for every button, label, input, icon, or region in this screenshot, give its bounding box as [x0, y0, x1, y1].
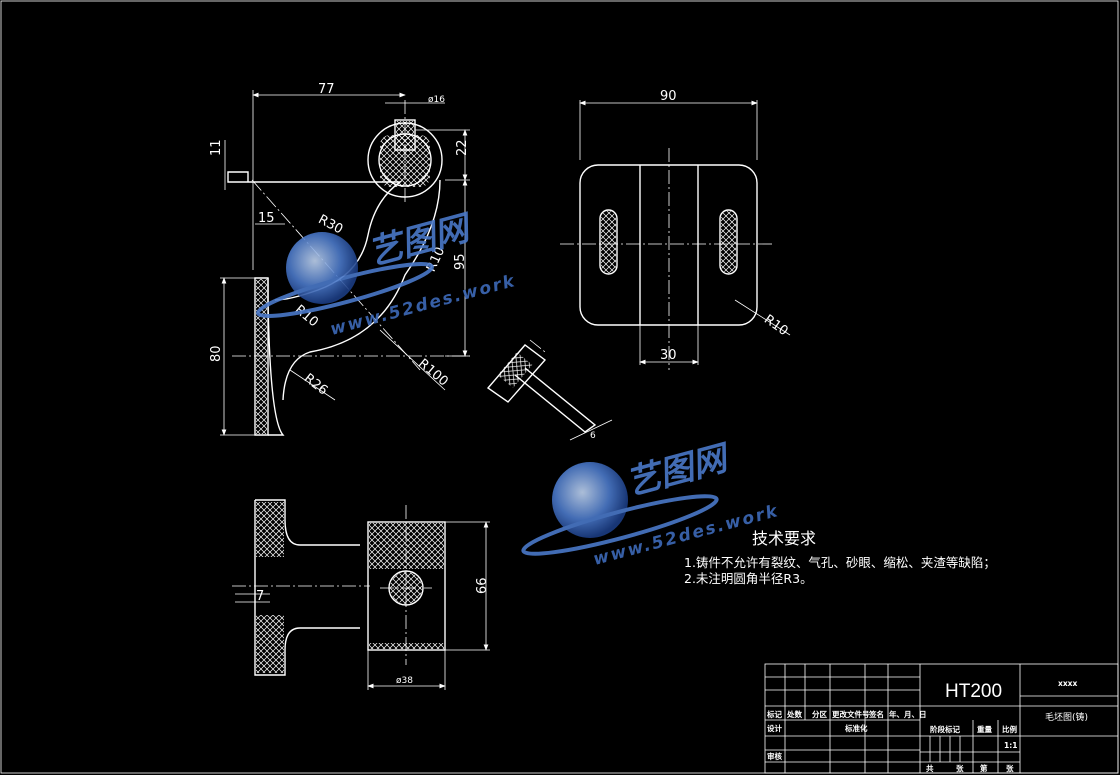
bottom-left-view: 7 — [232, 499, 370, 676]
watermark-2: 艺图网 www.52des.work — [521, 437, 781, 570]
dim-dia-38: ø38 — [396, 676, 413, 686]
dim-corner-radius: R10 — [761, 312, 791, 339]
dim-height-66: 66 — [475, 577, 490, 594]
tb-count: 处数 — [786, 709, 802, 719]
tb-stage-mark: 阶段标记 — [930, 724, 960, 734]
tb-weight: 重量 — [977, 724, 992, 734]
side-view: 90 30 R10 — [560, 89, 791, 370]
dim-total-height: 95 — [453, 253, 468, 270]
dim-thickness-7: 7 — [256, 589, 264, 604]
svg-text:艺图网: 艺图网 — [622, 437, 736, 503]
tb-mark: 标记 — [766, 709, 782, 719]
rib-section-view: 6 — [486, 339, 613, 441]
dim-top-thickness: 11 — [209, 139, 224, 156]
material: HT200 — [945, 681, 1002, 702]
tb-zone: 分区 — [812, 709, 827, 719]
tb-sheet-of: 张 — [956, 764, 964, 773]
dim-r10-b: R10 — [292, 302, 321, 330]
tb-scale-label: 比例 — [1002, 724, 1017, 734]
dim-rib: 6 — [590, 431, 596, 441]
tb-review: 审核 — [767, 751, 782, 761]
dim-side-width: 90 — [660, 89, 677, 104]
tech-requirements: 技术要求 1.铸件不允许有裂纹、气孔、砂眼、缩松、夹渣等缺陷； 2.未注明圆角半… — [684, 529, 996, 586]
tb-design: 设计 — [767, 723, 782, 733]
tb-sheet-no: 第 — [980, 763, 988, 773]
dim-top-height: 22 — [455, 139, 470, 156]
dim-hole-dia: ø16 — [428, 95, 445, 105]
tb-scale-value: 1:1 — [1004, 741, 1017, 750]
dim-r100: R100 — [415, 356, 451, 389]
tech-requirements-title: 技术要求 — [752, 529, 816, 548]
tb-change-doc: 更改文件号 — [832, 709, 870, 719]
dim-height-80: 80 — [209, 345, 224, 362]
dim-offset-15: 15 — [258, 211, 275, 226]
title-block: HT200 xxxx 毛坯图(铸) 标记 处数 分区 更改文件号 签名 年、月、… — [764, 663, 1119, 774]
tb-sheet-no2: 张 — [1006, 764, 1014, 773]
tb-date: 年、月、日 — [889, 709, 927, 719]
tb-standardize: 标准化 — [844, 723, 868, 733]
dim-slot-spacing: 30 — [660, 348, 677, 363]
tb-signature: 签名 — [868, 709, 884, 719]
drawing-name: 毛坯图(铸) — [1045, 711, 1088, 723]
dim-width-77: 77 — [318, 82, 335, 97]
watermark-1: 艺图网 www.52des.work — [256, 207, 518, 340]
tb-sheets: 共 — [926, 763, 934, 773]
tech-requirement-1: 1.铸件不允许有裂纹、气孔、砂眼、缩松、夹渣等缺陷； — [684, 555, 996, 570]
svg-text:www.52des.work: www.52des.work — [328, 271, 518, 340]
bottom-right-view: 66 ø38 — [367, 505, 490, 690]
drawing-code: xxxx — [1058, 679, 1078, 688]
tech-requirement-2: 2.未注明圆角半径R3。 — [684, 571, 813, 586]
